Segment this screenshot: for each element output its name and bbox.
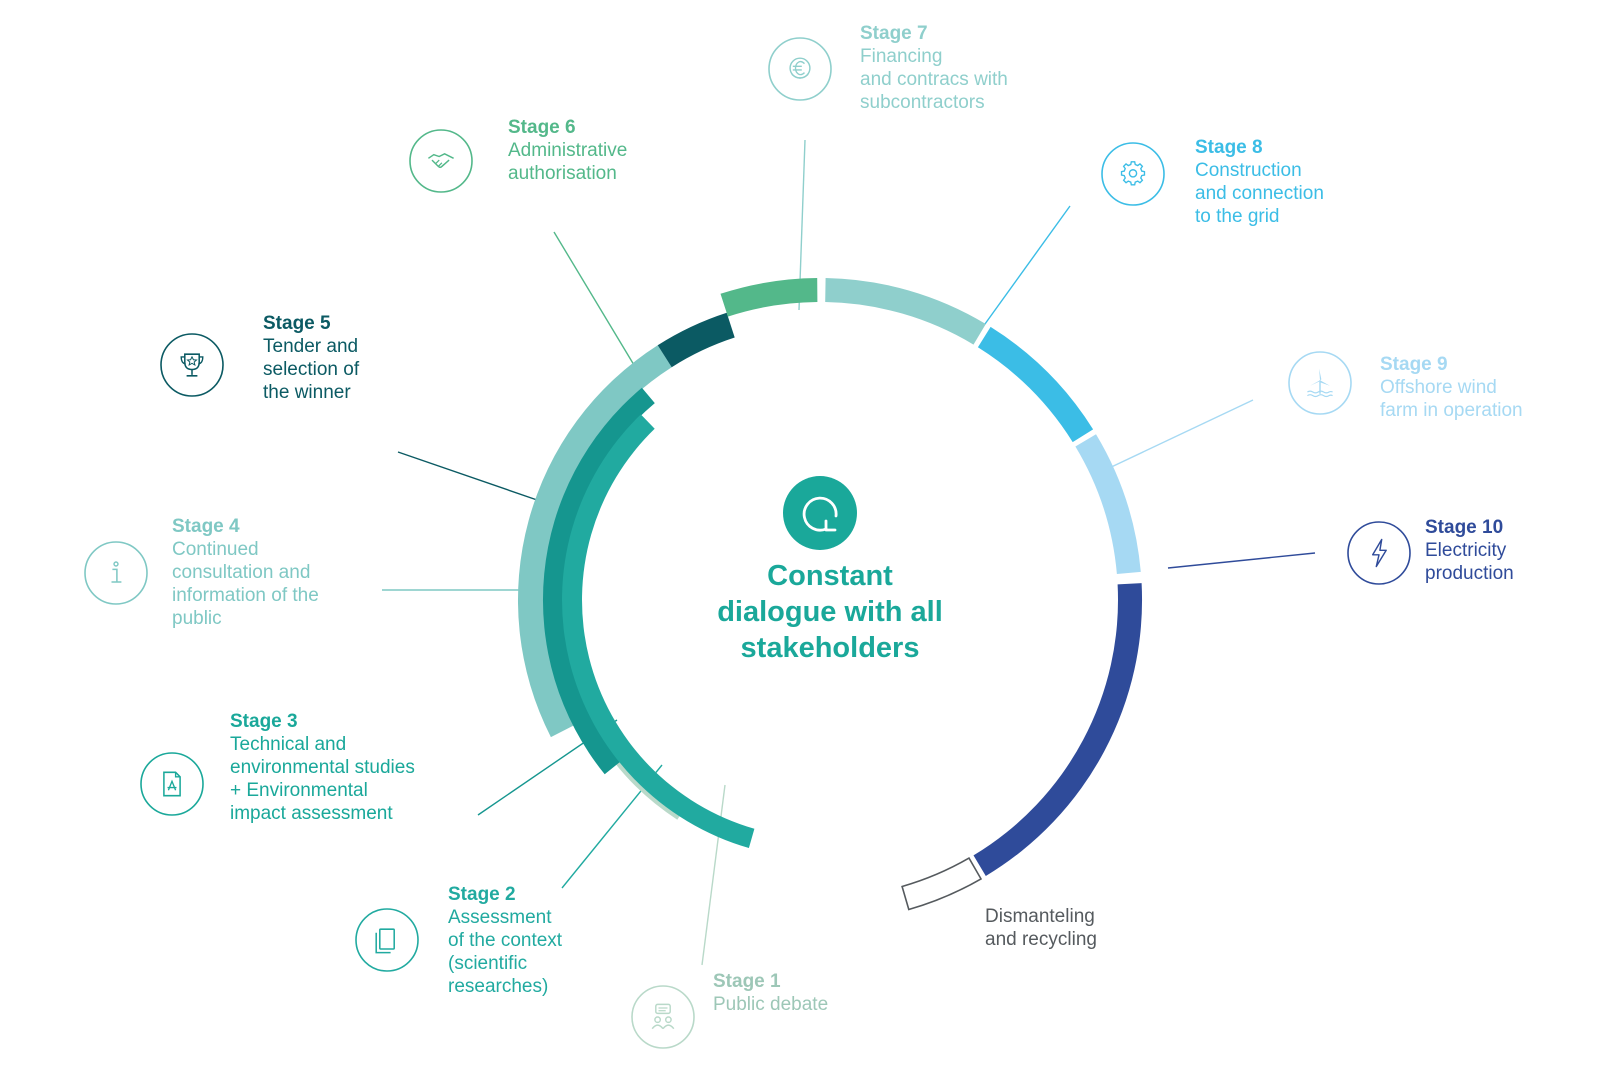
discussion-icon	[631, 985, 695, 1049]
stage-8-title: Stage 8	[1195, 137, 1263, 158]
stage-8-description: Construction and connection to the grid	[1195, 160, 1324, 227]
stage-icons	[84, 37, 1411, 1049]
trophy-icon	[160, 333, 224, 397]
stage-rings	[517, 278, 1143, 911]
stage-7-text: Stage 7 Financing and contracs with subc…	[860, 22, 1008, 114]
stage-10-arc	[973, 583, 1143, 876]
dismantling-label: Dismanteling and recycling	[985, 906, 1097, 950]
stage-4-text: Stage 4 Continued consultation and infor…	[172, 515, 319, 630]
stage-9-description: Offshore wind farm in operation	[1380, 377, 1523, 421]
stage-9-title: Stage 9	[1380, 354, 1448, 375]
stage-10-description: Electricity production	[1425, 540, 1514, 584]
stage-1-title: Stage 1	[713, 971, 781, 992]
stage-2-title: Stage 2	[448, 884, 516, 905]
stage-7-title: Stage 7	[860, 23, 928, 44]
cycle-arrow-icon	[802, 496, 838, 532]
stage-7-description: Financing and contracs with subcontracto…	[860, 46, 1008, 113]
stage-6-description: Administrative authorisation	[508, 140, 628, 184]
stage-9-arc	[1075, 434, 1141, 574]
stage-9-text: Stage 9 Offshore wind farm in operation	[1380, 353, 1523, 422]
stage-5-arc	[657, 312, 735, 368]
stage-5-leader	[397, 451, 541, 502]
lightning-icon	[1347, 521, 1411, 585]
stage-2-arc	[562, 414, 755, 848]
stage-5-text: Stage 5 Tender and selection of the winn…	[263, 312, 359, 404]
stage-4-title: Stage 4	[172, 516, 240, 537]
wind-turbine-icon	[1288, 351, 1352, 415]
stage-3-text: Stage 3 Technical and environmental stud…	[230, 710, 415, 825]
stage-6-leader	[553, 231, 635, 366]
center-title: Constant dialogue with all stakeholders	[717, 560, 943, 664]
stage-1-description: Public debate	[713, 994, 829, 1015]
dismantling-arc	[901, 857, 983, 911]
stage-5-description: Tender and selection of the winner	[263, 336, 360, 403]
gear-icon	[1101, 142, 1165, 206]
stage-8-text: Stage 8 Construction and connection to t…	[1195, 136, 1324, 228]
stage-4-arc	[517, 345, 672, 738]
stage-6-text: Stage 6 Administrative authorisation	[508, 116, 627, 185]
stage-6-title: Stage 6	[508, 117, 576, 138]
stage-2-description: Assessment of the context (scientific re…	[448, 907, 563, 997]
info-icon	[84, 541, 148, 605]
stage-2-text: Stage 2 Assessment of the context (scien…	[448, 883, 562, 998]
stage-6-arc	[720, 278, 818, 317]
center-badge	[783, 476, 857, 550]
handshake-icon	[409, 129, 473, 193]
stage-10-text: Stage 10 Electricity production	[1425, 516, 1514, 585]
stage-5-title: Stage 5	[263, 313, 331, 334]
stage-1-leader	[701, 784, 726, 966]
stage-8-arc	[977, 326, 1094, 443]
stage-8-leader	[971, 205, 1071, 343]
stage-4-description: Continued consultation and information o…	[172, 539, 319, 629]
stage-10-leader	[1167, 552, 1316, 569]
stage-1-text: Stage 1 Public debate	[713, 970, 828, 1016]
stage-10-title: Stage 10	[1425, 517, 1504, 538]
stage-3-arc	[542, 387, 655, 775]
stage-7-arc	[825, 278, 986, 345]
stage-3-title: Stage 3	[230, 711, 298, 732]
stage-9-leader	[1104, 399, 1254, 471]
document-icon	[355, 908, 419, 972]
euro-coin-icon	[768, 37, 832, 101]
stage-3-description: Technical and environmental studies + En…	[230, 734, 415, 824]
pdf-file-icon	[140, 752, 204, 816]
